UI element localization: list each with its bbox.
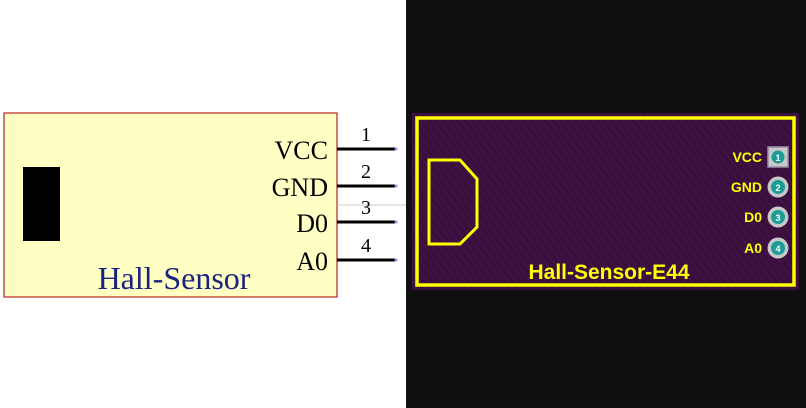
pad-label-gnd: GND (731, 179, 762, 195)
pad-3-drill (771, 210, 785, 224)
pin-number-4: 4 (361, 235, 371, 257)
pad-1-drill (771, 150, 785, 164)
pcb-view: VCC GND D0 A0 1 2 3 4 Hall-Sensor-E44 (406, 0, 806, 408)
schematic-svg: Hall-Sensor VCC 1 GND 2 D0 3 A0 4 (3, 112, 406, 298)
pad-number-3: 3 (775, 213, 780, 223)
pad-label-a0: A0 (744, 240, 762, 256)
pin-endpoint (394, 147, 398, 151)
board-outline (415, 116, 796, 287)
sensor-element-icon (23, 167, 60, 241)
pin-label-vcc: VCC (275, 136, 328, 165)
pin-label-d0: D0 (296, 209, 328, 238)
pad-number-1: 1 (775, 153, 780, 163)
pad-2-drill (771, 180, 785, 194)
pin-label-gnd: GND (272, 173, 328, 202)
pad-label-vcc: VCC (732, 149, 762, 165)
component-name: Hall-Sensor (98, 260, 251, 296)
board-name: Hall-Sensor-E44 (528, 261, 689, 284)
pad-4-drill (771, 241, 785, 255)
pin-number-2: 2 (361, 161, 371, 183)
pin-endpoint (394, 220, 398, 224)
pcb-svg: VCC GND D0 A0 1 2 3 4 Hall-Sensor-E44 (412, 113, 799, 290)
pad-label-d0: D0 (744, 209, 762, 225)
pin-endpoint (394, 184, 398, 188)
pin-label-a0: A0 (296, 247, 328, 276)
pad-number-2: 2 (775, 183, 780, 193)
schematic-view: Hall-Sensor VCC 1 GND 2 D0 3 A0 4 (3, 112, 406, 298)
pin-endpoint (394, 258, 398, 262)
sensor-footprint-icon (427, 158, 479, 246)
pad-number-4: 4 (775, 244, 780, 254)
pin-number-1: 1 (361, 124, 371, 146)
pin-number-3: 3 (361, 197, 371, 219)
